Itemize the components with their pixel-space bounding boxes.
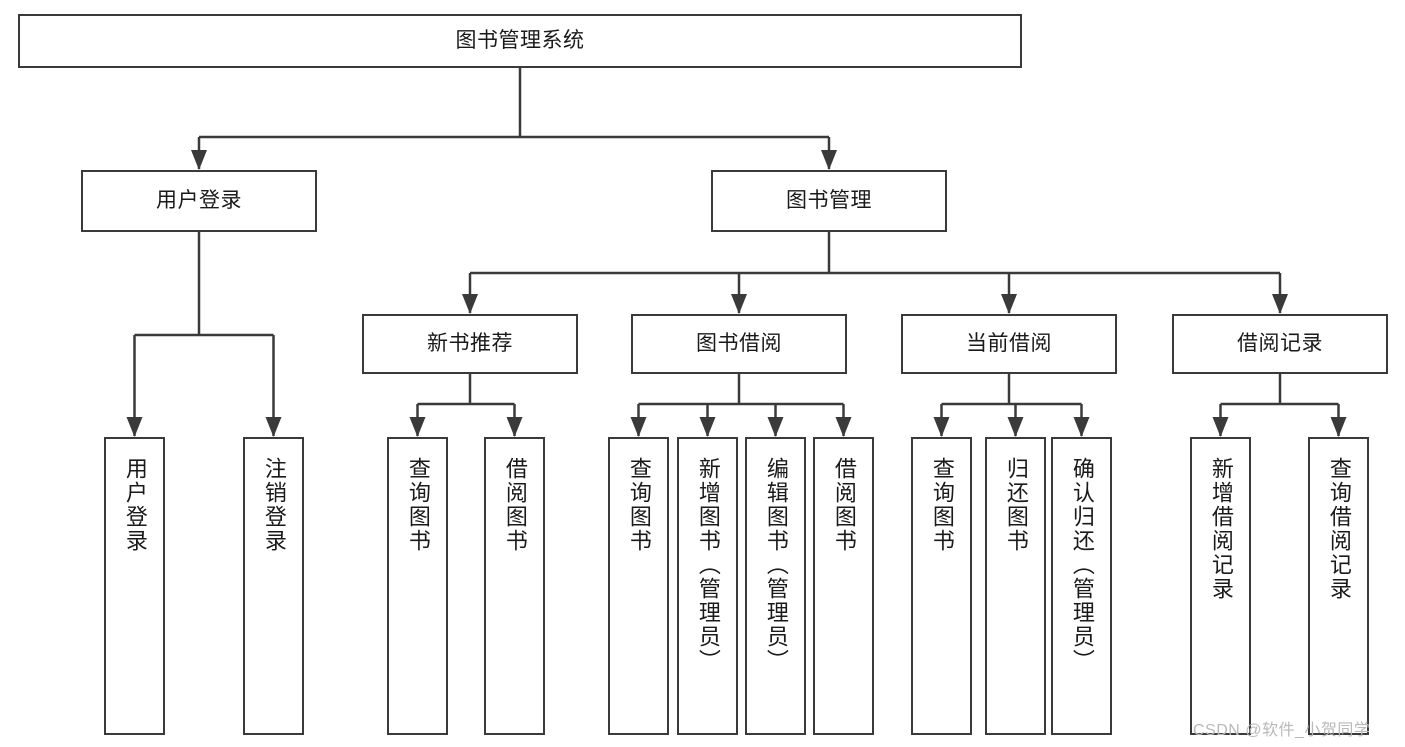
node-l7[interactable]: 编辑图书（管理员） [745, 437, 806, 735]
node-l12[interactable]: 新增借阅记录 [1190, 437, 1251, 735]
watermark-text: CSDN @软件_小贺同学 [1193, 722, 1371, 739]
node-label: 用户登录 [122, 457, 148, 553]
node-l10[interactable]: 归还图书 [985, 437, 1046, 735]
node-l3[interactable]: 查询图书 [387, 437, 448, 735]
node-label: 用户登录 [156, 188, 242, 212]
node-label: 图书管理系统 [455, 28, 585, 52]
node-label: 借阅记录 [1237, 331, 1323, 355]
node-label: 编辑图书（管理员） [763, 457, 789, 673]
node-label: 图书借阅 [696, 331, 782, 355]
node-label: 当前借阅 [966, 331, 1052, 355]
node-l6[interactable]: 新增图书（管理员） [677, 437, 738, 735]
node-l5[interactable]: 查询图书 [608, 437, 669, 735]
node-l1[interactable]: 用户登录 [104, 437, 165, 735]
node-bookmgmt[interactable]: 图书管理 [711, 170, 947, 232]
node-l8[interactable]: 借阅图书 [813, 437, 874, 735]
node-records[interactable]: 借阅记录 [1172, 314, 1388, 374]
node-label: 归还图书 [1003, 457, 1029, 553]
node-label: 借阅图书 [831, 457, 857, 553]
node-label: 借阅图书 [502, 457, 528, 553]
node-label: 注销登录 [261, 457, 287, 553]
node-borrow[interactable]: 图书借阅 [631, 314, 847, 374]
node-l13[interactable]: 查询借阅记录 [1308, 437, 1369, 735]
node-label: 查询图书 [929, 457, 955, 553]
node-l11[interactable]: 确认归还（管理员） [1051, 437, 1112, 735]
node-l4[interactable]: 借阅图书 [484, 437, 545, 735]
node-root[interactable]: 图书管理系统 [18, 14, 1022, 68]
node-l9[interactable]: 查询图书 [911, 437, 972, 735]
node-label: 查询图书 [405, 457, 431, 553]
node-login[interactable]: 用户登录 [81, 170, 317, 232]
node-label: 查询图书 [626, 457, 652, 553]
node-label: 查询借阅记录 [1326, 457, 1352, 601]
node-newbook[interactable]: 新书推荐 [362, 314, 578, 374]
node-current[interactable]: 当前借阅 [901, 314, 1117, 374]
node-label: 新书推荐 [427, 331, 513, 355]
node-label: 新增借阅记录 [1208, 457, 1234, 601]
node-label: 新增图书（管理员） [695, 457, 721, 673]
node-l2[interactable]: 注销登录 [243, 437, 304, 735]
node-label: 图书管理 [786, 188, 872, 212]
node-label: 确认归还（管理员） [1069, 457, 1095, 673]
